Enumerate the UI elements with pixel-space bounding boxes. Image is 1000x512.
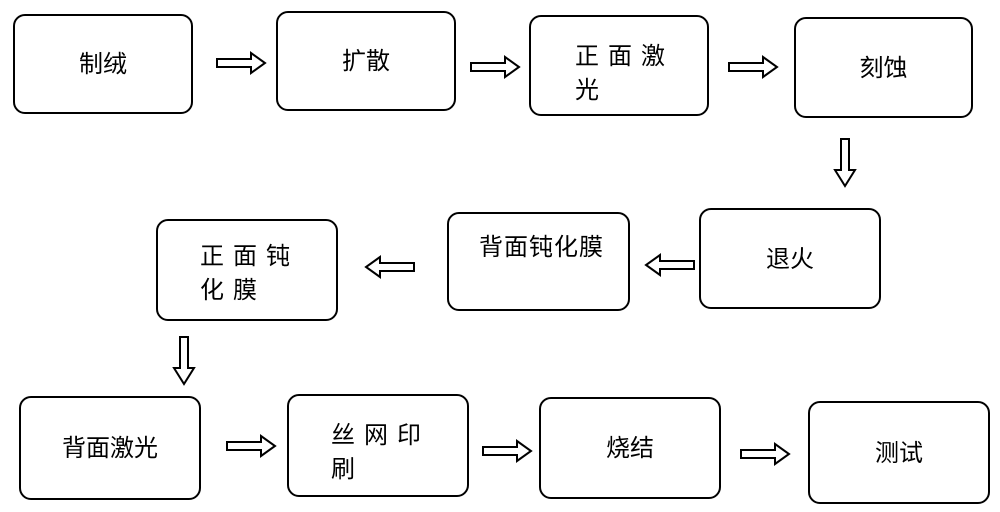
step-front-laser: 正面激光 — [529, 15, 709, 116]
step-label: 制绒 — [79, 50, 127, 78]
step-texturing: 制绒 — [13, 14, 193, 114]
step-back-passivation: 背面钝化膜 — [447, 212, 630, 311]
step-screen-printing: 丝网印刷 — [287, 394, 469, 497]
step-front-passivation: 正面钝化膜 — [156, 219, 338, 321]
arrow-right-icon — [482, 439, 533, 463]
step-testing: 测试 — [808, 401, 990, 504]
arrow-down-icon — [833, 138, 857, 188]
step-label: 背面激光 — [62, 434, 158, 462]
arrow-down-icon — [172, 336, 196, 386]
step-back-laser: 背面激光 — [19, 396, 201, 500]
arrow-right-icon — [740, 442, 791, 466]
step-label: 刻蚀 — [859, 53, 908, 82]
arrow-right-icon — [728, 55, 779, 79]
step-label: 测试 — [875, 438, 923, 467]
step-label: 丝网印刷 — [331, 421, 430, 483]
step-etching: 刻蚀 — [794, 17, 973, 118]
step-annealing: 退火 — [699, 208, 881, 309]
arrow-left-icon — [644, 253, 695, 277]
arrow-right-icon — [226, 434, 277, 458]
step-label: 正面钝化膜 — [200, 242, 299, 304]
step-label: 正面激光 — [575, 42, 674, 104]
step-label: 扩散 — [342, 47, 390, 75]
step-label: 烧结 — [606, 434, 654, 462]
arrow-right-icon — [216, 51, 267, 75]
arrow-right-icon — [470, 55, 521, 79]
step-label: 背面钝化膜 — [479, 233, 604, 261]
step-sintering: 烧结 — [539, 397, 721, 499]
arrow-left-icon — [364, 255, 415, 279]
step-diffusion: 扩散 — [276, 11, 456, 111]
step-label: 退火 — [766, 244, 814, 273]
